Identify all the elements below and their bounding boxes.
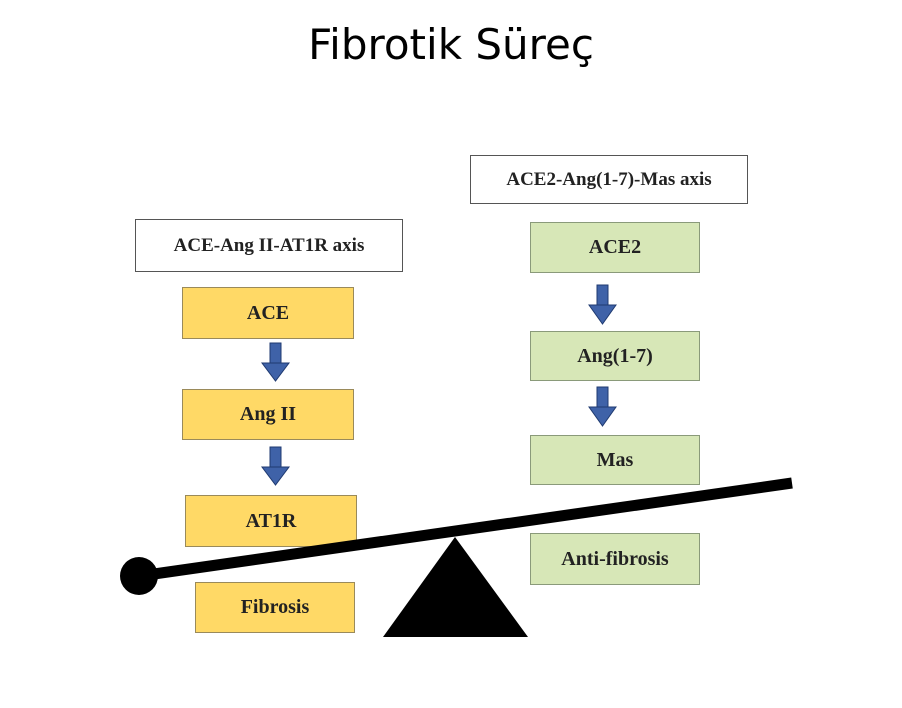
page-title: Fibrotik Süreç xyxy=(308,20,594,69)
scale-beam xyxy=(139,477,793,582)
right-axis-header: ACE2-Ang(1-7)-Mas axis xyxy=(470,155,748,204)
ace-box: ACE xyxy=(182,287,354,339)
arrow-ang-ii-to-at1r xyxy=(261,446,290,486)
mas-box: Mas xyxy=(530,435,700,485)
fibrosis-box: Fibrosis xyxy=(195,582,355,633)
scale-weight xyxy=(120,557,158,595)
ang-1-7-box: Ang(1-7) xyxy=(530,331,700,381)
at1r-box: AT1R xyxy=(185,495,357,547)
ang-ii-box: Ang II xyxy=(182,389,354,440)
arrow-ace2-to-ang-1-7 xyxy=(588,284,617,325)
left-axis-header: ACE-Ang II-AT1R axis xyxy=(135,219,403,272)
ace2-box: ACE2 xyxy=(530,222,700,273)
scale-fulcrum xyxy=(383,537,528,637)
arrow-ang-1-7-to-mas xyxy=(588,386,617,427)
anti-fibrosis-box: Anti-fibrosis xyxy=(530,533,700,585)
arrow-ace-to-ang-ii xyxy=(261,342,290,382)
